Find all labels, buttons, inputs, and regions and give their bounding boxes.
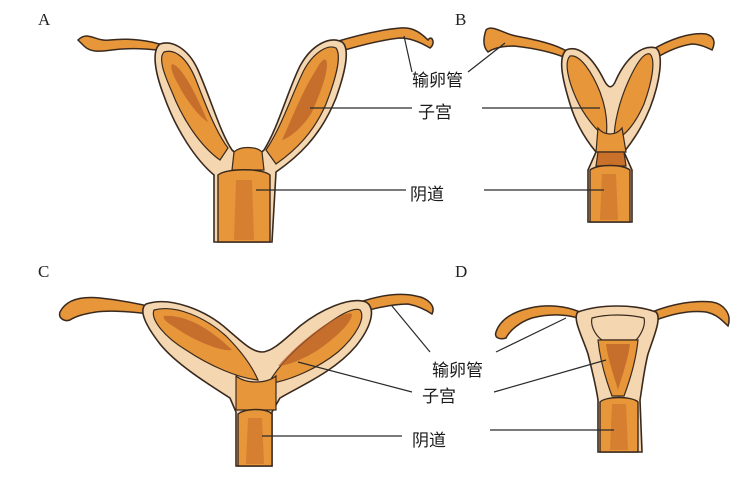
- panel-c-vagina-canal: [246, 418, 264, 464]
- panel-b-drawing: [483, 27, 715, 223]
- panel-c-right-cavity: [278, 313, 352, 366]
- leader-b-tube: [467, 42, 506, 73]
- panel-b-left-tube: [483, 27, 569, 60]
- panel-d-right-tube: [650, 300, 730, 328]
- panel-b-right-tube: [651, 32, 715, 60]
- panel-d-vagina-canal: [610, 404, 628, 450]
- leader-c-uterus: [297, 361, 413, 393]
- panel-d-left-tube: [494, 305, 581, 340]
- label-bottom-tube: 输卵管: [432, 361, 483, 381]
- panel-a-drawing: [76, 27, 434, 243]
- panel-a-vagina-canal: [234, 180, 254, 240]
- panel-c-drawing: [58, 293, 434, 467]
- panel-c-right-tube: [359, 293, 434, 316]
- panel-a-cervix: [231, 146, 265, 171]
- leader-a-tube: [403, 35, 413, 73]
- label-bottom-vagina: 阴道: [412, 431, 446, 451]
- leader-d-uterus: [493, 359, 607, 393]
- label-top-tube: 输卵管: [412, 71, 463, 91]
- panel-b-vagina-canal: [600, 174, 618, 220]
- leader-d-tube: [495, 317, 567, 353]
- panel-c-left-tube: [58, 296, 158, 322]
- leader-lines: [256, 35, 614, 437]
- panel-b-cervix: [595, 151, 627, 167]
- panel-d-cavity: [606, 344, 630, 390]
- panel-a-left-cavity: [171, 64, 208, 122]
- panel-a-left-tube: [76, 35, 170, 54]
- panel-letter-b: B: [455, 10, 467, 29]
- panel-letter-d: D: [455, 262, 468, 281]
- panel-d-drawing: [494, 300, 730, 453]
- panel-a-right-cavity: [282, 59, 328, 140]
- panel-b-body: [595, 126, 627, 153]
- panel-a-right-tube: [334, 27, 434, 53]
- label-top-vagina: 阴道: [410, 185, 444, 205]
- label-bottom-uterus: 子宫: [422, 387, 456, 407]
- panel-c-body: [235, 374, 277, 411]
- leader-c-tube: [391, 305, 431, 353]
- panel-c-left-cavity: [163, 315, 232, 351]
- panel-letter-c: C: [38, 262, 50, 281]
- label-top-uterus: 子宫: [418, 103, 452, 123]
- panel-d-fundus: [591, 314, 645, 341]
- panel-letter-a: A: [38, 10, 51, 29]
